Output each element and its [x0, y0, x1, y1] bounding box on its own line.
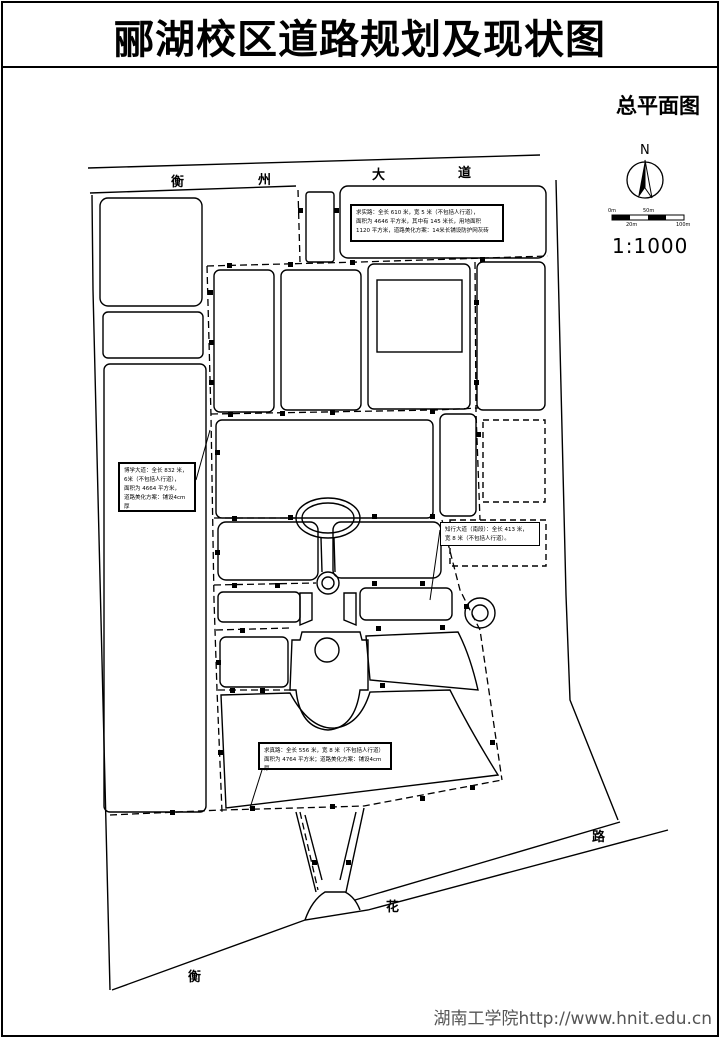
block-mid-east: [332, 521, 442, 579]
road-east-curve: [441, 519, 503, 781]
courtyard-wing-left: [299, 592, 313, 627]
leader-right: [429, 529, 441, 601]
block-west-large: [103, 363, 207, 813]
square-building: [376, 279, 463, 353]
central-oval-plaza: [295, 497, 361, 539]
note-line: 宽 8 米（不包括人行道）。: [445, 536, 510, 542]
note-line: 面积为 4664 平方米，: [124, 486, 180, 492]
street-label-da: 大: [372, 168, 386, 183]
block-north-1: [213, 269, 275, 413]
note-top-right: 求实路：全长 610 米，宽 5 米（不包括人行道）， 面积为 4646 平方米…: [350, 204, 504, 242]
block-gate-left: [305, 191, 335, 263]
page-title: 郦湖校区道路规划及现状图: [114, 17, 606, 63]
block-east-small: [439, 413, 477, 517]
road-north-cross: [210, 407, 479, 415]
scale-tick-0: 0m: [608, 208, 617, 214]
leader-bottom: [249, 769, 263, 809]
road-south-edge: [109, 779, 503, 816]
street-label-dao: 道: [458, 166, 472, 181]
road-lower-cross: [213, 582, 317, 586]
street-label-zhou: 州: [258, 173, 272, 188]
building-rotunda: [314, 637, 340, 663]
note-bottom: 求真路：全长 556 米，宽 8 米（不包括人行道） 面积为 4764 平方米；…: [258, 742, 392, 772]
leader-left: [195, 429, 211, 481]
axis-line-right: [333, 537, 336, 573]
road-ring-west: [206, 265, 223, 813]
central-oval-inner: [301, 502, 355, 534]
note-line: 知行大道（南段）：全长 413 米，: [445, 527, 528, 533]
note-left: 博学大道：全长 832 米， 6米（不包括人行道）， 面积为 4664 平方米，…: [118, 462, 196, 512]
center-roundabout: [316, 571, 340, 595]
block-northeast: [339, 185, 547, 259]
campus-east-boundary: [555, 179, 619, 821]
gate-road-east: [345, 807, 365, 893]
road-gate-north: [297, 189, 301, 263]
main-building: [289, 631, 369, 731]
block-lower-west: [217, 591, 301, 623]
block-north-4: [476, 261, 546, 411]
street-huayuan-lower-edge: [111, 829, 669, 991]
note-line: 面积为 4646 平方米，其中有 145 米长，用地面积: [356, 219, 481, 225]
street-label-heng: 衡: [171, 175, 185, 190]
east-roundabout-inner: [471, 604, 489, 622]
block-north-3: [367, 263, 471, 410]
street-label-lu: 路: [592, 830, 606, 845]
road-building-north: [215, 627, 291, 631]
note-line: 道路美化方案：铺设4cm厚: [124, 495, 186, 510]
note-line: 6米（不包括人行道），: [124, 477, 180, 483]
street-label-heng-south: 衡: [188, 970, 202, 985]
scale-label: 1:1000: [612, 234, 689, 258]
note-line: 求真路：全长 556 米，宽 8 米（不包括人行道）: [264, 748, 384, 754]
block-south-east: [365, 631, 479, 691]
note-line: 求实路：全长 610 米，宽 5 米（不包括人行道），: [356, 210, 479, 216]
block-south-large: [220, 689, 500, 809]
block-northwest: [99, 197, 203, 307]
street-label-hua: 花: [386, 900, 400, 915]
block-west-strip: [102, 311, 204, 359]
watermark: 湖南工学院http://www.hnit.edu.cn: [433, 1009, 712, 1029]
street-huayuan-upper-edge: [354, 821, 621, 901]
gate-road-west: [295, 811, 317, 893]
street-hengzhou-north-edge: [87, 154, 541, 169]
road-gate-south: [299, 811, 319, 891]
block-lower-east: [359, 587, 453, 621]
plan-subtitle: 总平面图: [616, 94, 700, 118]
courtyard-wing-right: [343, 592, 357, 627]
title-bar: 郦湖校区道路规划及现状图: [1, 1, 719, 68]
block-north-2: [280, 269, 362, 411]
note-line: 面积为 4764 平方米；道路美化方案：铺设4cm厚: [264, 757, 382, 772]
block-east-dashed: [482, 419, 546, 503]
axis-line-left: [320, 537, 323, 573]
street-hengzhou-south-edge: [89, 185, 297, 194]
road-north-east: [474, 261, 481, 521]
note-line: 博学大道：全长 832 米，: [124, 468, 188, 474]
scale-tick-3: 100m: [676, 222, 691, 228]
east-roundabout: [464, 597, 496, 629]
south-gate-curve: [304, 891, 361, 921]
gate-island-west: [304, 814, 323, 881]
north-label: N: [640, 143, 650, 158]
block-center-large: [215, 419, 434, 519]
center-roundabout-inner: [321, 576, 335, 590]
note-right: 知行大道（南段）：全长 413 米， 宽 8 米（不包括人行道）。: [440, 522, 540, 546]
scale-tick-2: 20m: [626, 222, 638, 228]
scale-tick-1: 50m: [643, 208, 655, 214]
note-line: 1120 平方米，道路美化方案：14米长铺设防护网灰砖: [356, 228, 489, 234]
road-markers: [170, 208, 495, 865]
gate-island-east: [339, 811, 357, 881]
road-ring-north: [206, 255, 549, 267]
north-arrow-icon: [626, 159, 664, 199]
block-south-west: [219, 636, 289, 688]
scale-bar: [611, 214, 685, 221]
campus-west-boundary: [91, 194, 111, 991]
